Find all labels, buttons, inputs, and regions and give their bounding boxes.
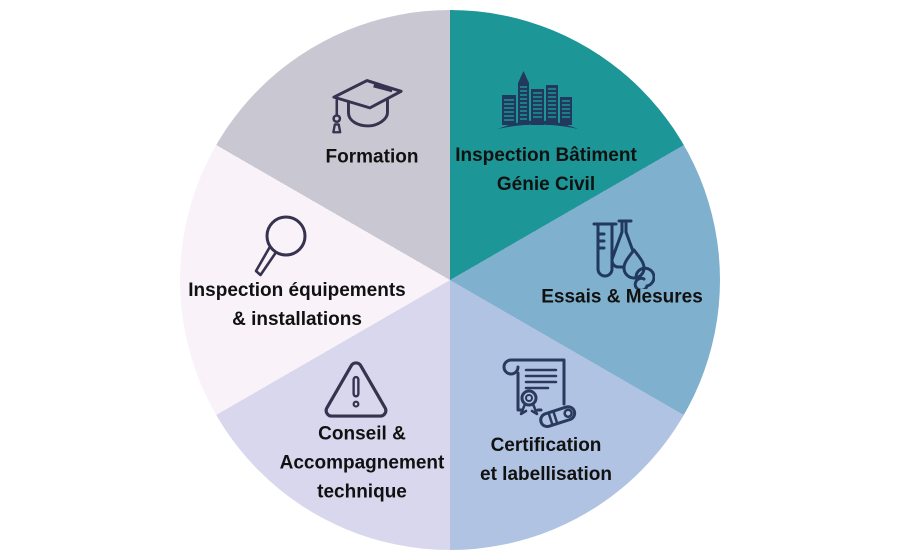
label-line: Essais & Mesures: [541, 286, 703, 308]
label-line: Certification: [490, 435, 602, 456]
label-line: Accompagnement: [279, 452, 445, 474]
label-line: Formation: [325, 146, 419, 168]
label-line: & installations: [232, 309, 362, 330]
segment-label-formation: Formation: [326, 143, 419, 172]
label-line: Inspection équipements: [188, 280, 406, 301]
segment-label-inspection-batiment: Inspection Bâtiment Génie Civil: [455, 141, 637, 199]
label-line: Inspection Bâtiment: [455, 145, 637, 166]
segment-label-inspection-equipements: Inspection équipements & installations: [188, 276, 405, 334]
segment-label-conseil: Conseil & Accompagnement technique: [280, 420, 445, 507]
label-line: technique: [317, 481, 407, 503]
pie-chart: [180, 10, 720, 550]
label-line: et labellisation: [480, 464, 612, 485]
segment-label-certification: Certification et labellisation: [480, 431, 612, 489]
segment-label-essais-mesures: Essais & Mesures: [541, 283, 703, 312]
label-line: Génie Civil: [496, 174, 596, 195]
label-line: Conseil &: [318, 423, 406, 445]
